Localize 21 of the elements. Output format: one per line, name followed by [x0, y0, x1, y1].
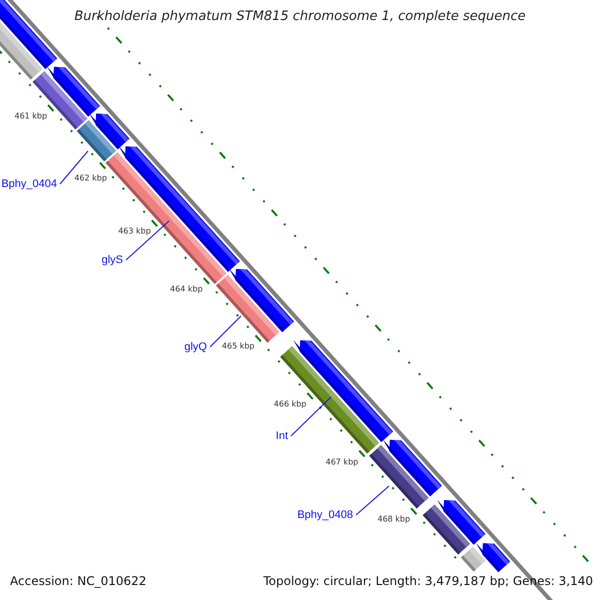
- gene-label: Bphy_0404: [1, 178, 57, 191]
- gene-label: glyQ: [184, 341, 207, 354]
- scale-label: 466 kbp: [274, 400, 306, 409]
- scale-label: 465 kbp: [222, 342, 254, 351]
- scale-label: 464 kbp: [170, 284, 203, 294]
- scale-label: 467 kbp: [326, 457, 358, 466]
- gene-label: Bphy_0408: [297, 509, 353, 522]
- accession-text: Accession: NC_010622: [10, 574, 146, 589]
- scale-label: 462 kbp: [74, 173, 107, 182]
- scale-label: 463 kbp: [118, 226, 151, 236]
- leader-line: [356, 486, 390, 516]
- leader-line: [126, 220, 170, 260]
- leader-line: [60, 150, 88, 184]
- scale-label: 461 kbp: [14, 112, 48, 121]
- leader-line: [290, 396, 332, 436]
- leader-line: [210, 316, 242, 348]
- title: Burkholderia phymatum STM815 chromosome 1, complete sequence: [73, 9, 527, 24]
- gene-label: glyS: [102, 254, 123, 267]
- genome-stats-text: Topology: circular; Length: 3,479,187 bp; Genes: 3,140: [263, 574, 593, 589]
- scale-label: 468 kbp: [377, 514, 410, 524]
- gene-label: Int: [276, 430, 288, 443]
